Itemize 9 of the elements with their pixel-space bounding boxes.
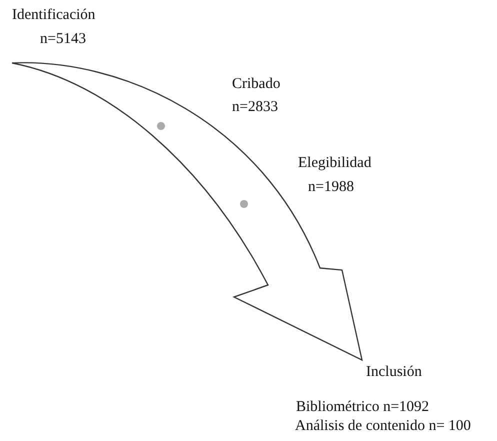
- count-label: Análisis de contenido n= 100: [295, 417, 471, 435]
- stage-label: Identificación: [12, 6, 96, 24]
- stage-label: Cribado: [232, 75, 280, 93]
- count-label: Bibliométrico n=1092: [296, 398, 430, 416]
- count-label: n=1988: [308, 178, 354, 196]
- count-label: n=2833: [232, 98, 278, 116]
- stage-label: Inclusión: [366, 363, 422, 381]
- stage-label: Elegibilidad: [298, 154, 372, 172]
- count-label: n=5143: [40, 30, 86, 48]
